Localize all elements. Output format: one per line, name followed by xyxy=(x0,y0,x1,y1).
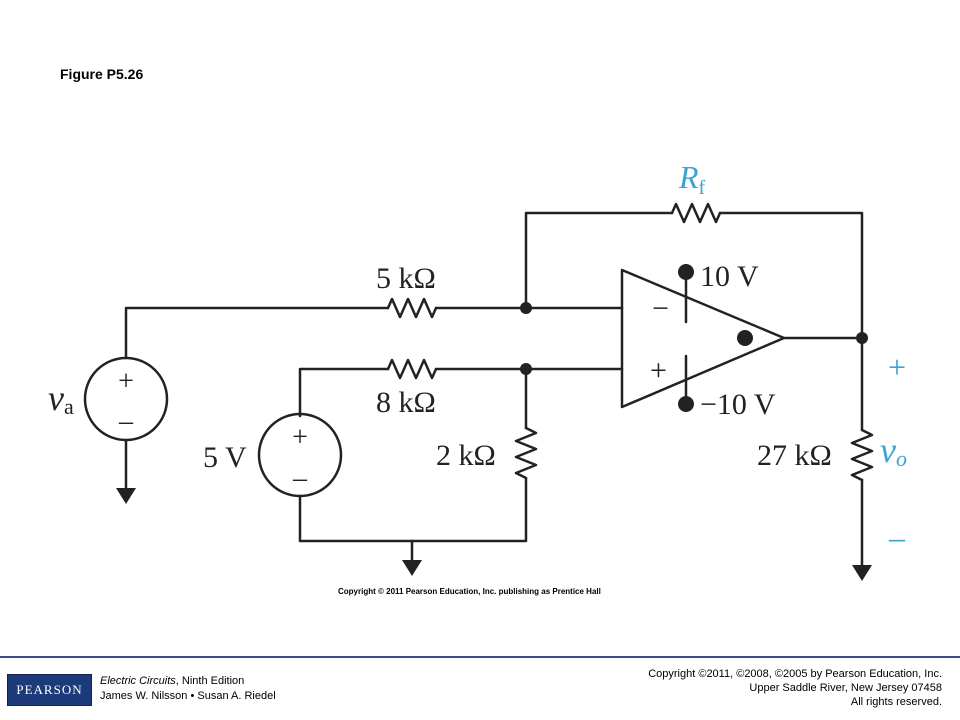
circuit-diagram: Rf 5 kΩ 8 kΩ 2 kΩ 27 kΩ va + – 5 V + – 1… xyxy=(48,159,907,581)
bottom-wire xyxy=(298,476,528,543)
pearson-logo-text: PEARSON xyxy=(16,682,83,697)
source-5v-minus-sign: – xyxy=(292,463,308,494)
opamp-pos-supply-label: 10 V xyxy=(700,260,759,293)
output-plus-sign: + xyxy=(888,349,906,385)
book-title-line: Electric Circuits, Ninth Edition xyxy=(100,674,276,689)
va-plus-sign: + xyxy=(118,366,134,397)
ground-arrow-va xyxy=(116,488,136,504)
load-resistor-27k xyxy=(850,428,874,482)
opamp-pos-supply-terminal xyxy=(678,264,694,280)
book-info: Electric Circuits, Ninth Edition James W… xyxy=(100,674,276,704)
junction-feedback xyxy=(520,302,532,314)
noninv-series-resistor-label: 8 kΩ xyxy=(376,386,436,419)
vo-subscript: o xyxy=(896,446,907,471)
input-resistor-5k xyxy=(386,297,438,319)
opamp-neg-supply-terminal xyxy=(678,396,694,412)
source5v-top-wire xyxy=(298,367,390,418)
source-5v-plus-sign: + xyxy=(292,422,308,453)
figure-title: Figure P5.26 xyxy=(60,66,144,82)
vo-label: vo xyxy=(880,430,907,471)
va-symbol: v xyxy=(48,378,64,418)
pearson-logo: PEARSON xyxy=(7,674,92,706)
opamp-neg-supply-label: −10 V xyxy=(700,388,776,421)
va-top-wire xyxy=(124,306,390,360)
figure-copyright: Copyright © 2011 Pearson Education, Inc.… xyxy=(338,587,601,596)
copyright-line-1: Copyright ©2011, ©2008, ©2005 by Pearson… xyxy=(648,668,942,680)
vo-symbol: v xyxy=(880,430,896,470)
footer-divider xyxy=(0,656,960,658)
copyright-line-2: Upper Saddle River, New Jersey 07458 xyxy=(749,682,942,694)
publisher-copyright: Copyright ©2011, ©2008, ©2005 by Pearson… xyxy=(648,667,942,709)
noninv-resistor-8k xyxy=(386,358,438,380)
book-authors: James W. Nilsson • Susan A. Riedel xyxy=(100,690,276,702)
junction-output xyxy=(856,332,868,344)
load-resistor-label: 27 kΩ xyxy=(757,439,832,472)
opamp-triangle xyxy=(620,268,786,409)
input-resistor-label: 5 kΩ xyxy=(376,262,436,295)
feedback-wire xyxy=(524,211,674,310)
rf-label: Rf xyxy=(678,159,706,199)
ground-arrow-load xyxy=(852,565,872,581)
opamp-output-terminal xyxy=(737,330,753,346)
noninv-shunt-resistor-label: 2 kΩ xyxy=(436,439,496,472)
source-5v xyxy=(257,412,343,498)
source-5v-label: 5 V xyxy=(203,441,247,474)
rf-subscript: f xyxy=(699,177,706,199)
va-minus-sign: – xyxy=(118,406,134,437)
opamp-noninverting-sign: + xyxy=(650,354,667,387)
feedback-resistor-rf xyxy=(670,202,722,224)
book-title: Electric Circuits xyxy=(100,675,176,687)
copyright-line-3: All rights reserved. xyxy=(850,696,942,708)
va-label: va xyxy=(48,378,74,419)
junction-noninv xyxy=(520,363,532,375)
feedback-wire-right xyxy=(718,211,864,340)
rf-symbol: R xyxy=(678,159,699,195)
va-subscript: a xyxy=(64,394,74,419)
output-minus-sign: – xyxy=(888,519,906,555)
opamp-inverting-sign: − xyxy=(652,292,669,325)
shunt-resistor-2k xyxy=(514,426,538,480)
book-edition: , Ninth Edition xyxy=(175,675,245,687)
source-va xyxy=(83,356,169,442)
ground-arrow-bottom xyxy=(402,560,422,576)
